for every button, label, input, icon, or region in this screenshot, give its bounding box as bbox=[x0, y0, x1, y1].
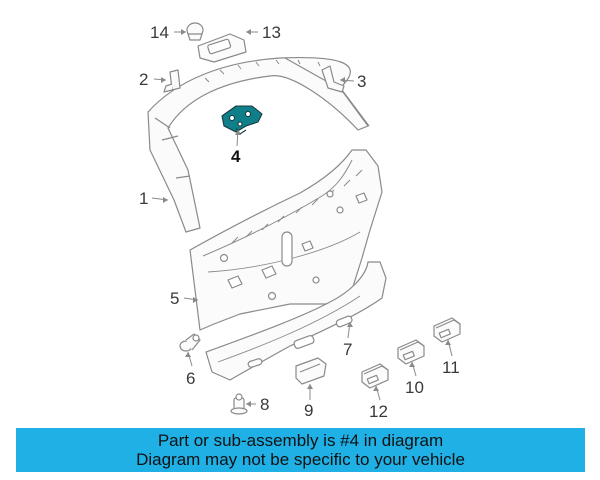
callout-5: 5 bbox=[170, 289, 179, 308]
part-8-push-pin bbox=[230, 393, 248, 415]
banner-line-2: Diagram may not be specific to your vehi… bbox=[136, 450, 465, 469]
part-11-switch bbox=[433, 317, 461, 343]
callout-7: 7 bbox=[343, 340, 352, 359]
callout-8: 8 bbox=[260, 395, 269, 414]
callout-labels: 1 2 3 4 5 6 7 8 9 10 11 12 13 14 bbox=[139, 23, 460, 421]
part-7-lower-trim bbox=[205, 261, 387, 381]
part-13-lamp bbox=[197, 33, 247, 63]
part-12-switch bbox=[361, 363, 389, 389]
part-4-highlighted-assembly bbox=[221, 105, 263, 135]
callout-12: 12 bbox=[369, 402, 388, 421]
info-banner: Part or sub-assembly is #4 in diagram Di… bbox=[16, 428, 585, 472]
part-3-bracket bbox=[321, 65, 345, 93]
part-10-switch bbox=[397, 339, 425, 365]
callout-13: 13 bbox=[262, 23, 281, 42]
callout-3: 3 bbox=[357, 72, 366, 91]
banner-line-1: Part or sub-assembly is #4 in diagram bbox=[157, 431, 444, 450]
leader-arrowheads bbox=[161, 29, 451, 407]
part-14-bulb bbox=[186, 22, 204, 41]
callout-1: 1 bbox=[139, 189, 148, 208]
callout-11: 11 bbox=[442, 358, 460, 377]
callout-14: 14 bbox=[150, 23, 169, 42]
part-6-bumper bbox=[179, 333, 201, 352]
part-9-handle bbox=[295, 357, 327, 385]
callout-6: 6 bbox=[186, 369, 195, 388]
callout-10: 10 bbox=[405, 378, 424, 397]
callout-9: 9 bbox=[304, 401, 313, 420]
callout-4: 4 bbox=[231, 147, 241, 166]
callout-2: 2 bbox=[139, 70, 148, 89]
part-2-clip bbox=[163, 69, 181, 93]
part-5-liftgate-panel bbox=[189, 149, 383, 331]
